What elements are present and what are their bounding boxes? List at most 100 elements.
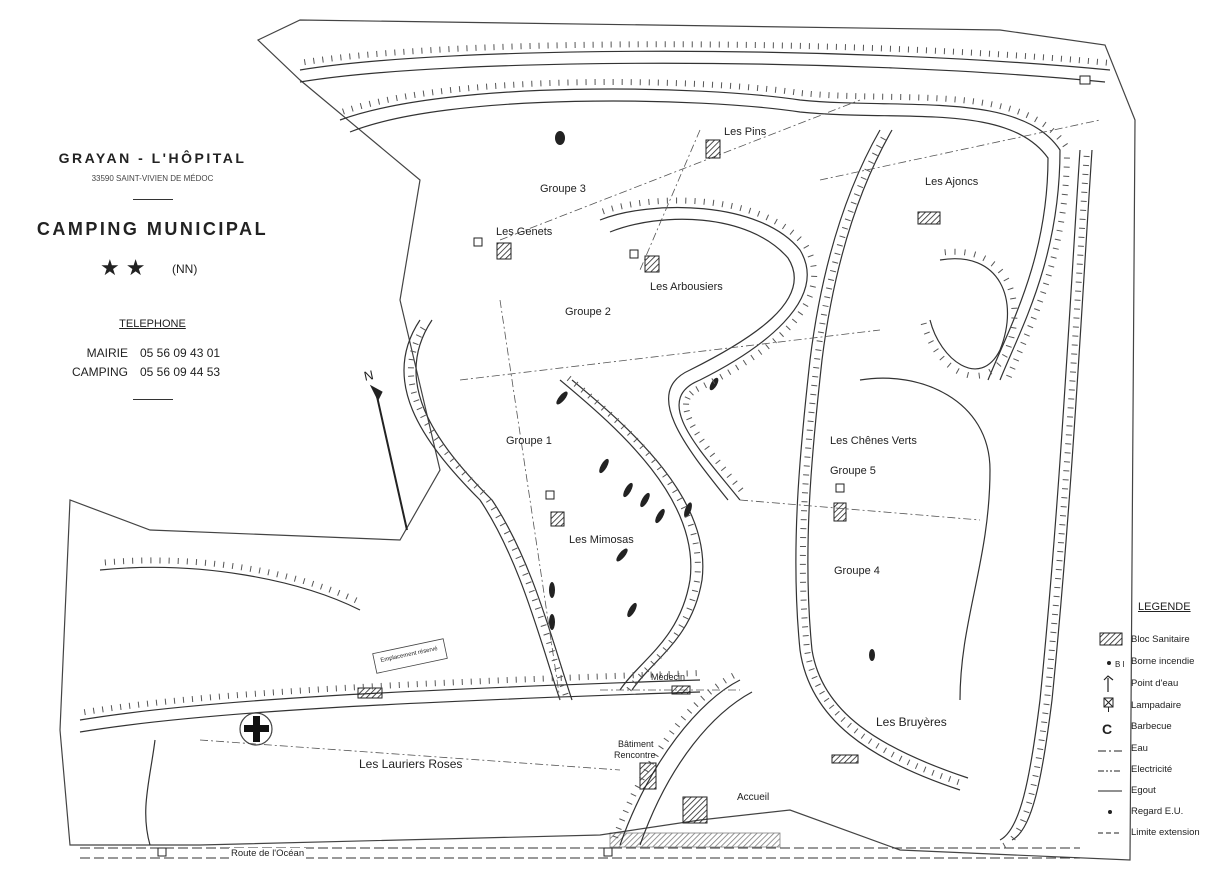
pitch-tick	[1016, 827, 1022, 832]
pitch-tick	[164, 698, 167, 705]
pitch-tick	[1017, 108, 1021, 115]
pitch-tick	[687, 523, 694, 527]
pitch-tick	[839, 235, 846, 239]
pitch-tick	[656, 654, 662, 659]
pitch-tick	[810, 393, 817, 396]
lamp-icon	[1103, 697, 1114, 712]
pitch-tick	[101, 706, 104, 713]
pitch-tick	[809, 402, 816, 405]
pitch-tick	[981, 99, 984, 106]
pitch-tick	[556, 675, 563, 679]
pitch-tick	[83, 709, 86, 716]
pitch-tick	[626, 686, 632, 692]
postal-address: 33590 SAINT-VIVIEN DE MÉDOC	[91, 174, 214, 183]
pitch-tick	[562, 692, 569, 696]
pitch-tick	[906, 759, 911, 766]
pitch-tick	[476, 84, 479, 91]
pitch-tick	[412, 342, 419, 346]
pitch-tick	[630, 793, 637, 797]
pitch-tick	[1056, 135, 1062, 140]
pitch-tick	[218, 693, 221, 700]
pitch-tick	[1005, 344, 1012, 348]
pitch-tick	[428, 429, 435, 434]
pitch-tick	[438, 443, 445, 449]
pitch-tick	[875, 743, 880, 749]
pitch-tick	[349, 53, 351, 60]
pitch-tick	[672, 489, 678, 494]
pitch-tick	[587, 393, 593, 399]
pitch-tick	[703, 382, 707, 389]
legend-borne-incendie: Borne incendie	[1131, 656, 1195, 667]
pitch-tick	[820, 313, 827, 316]
pitch-tick	[1008, 105, 1011, 112]
pitch-tick	[772, 338, 777, 344]
pitch-tick	[415, 334, 422, 338]
pitch-tick	[692, 542, 699, 545]
dot-bi-icon	[1107, 661, 1111, 665]
pitch-tick	[704, 445, 710, 451]
pitch-tick	[1052, 604, 1059, 607]
pitch-tick	[668, 639, 674, 645]
pitch-tick	[1045, 685, 1052, 688]
pitch-tick	[611, 205, 614, 212]
pitch-tick	[802, 303, 809, 308]
pitch-tick	[634, 784, 641, 789]
pitch-tick	[923, 766, 927, 773]
pitch-tick	[757, 349, 763, 355]
pitch-tick	[694, 551, 701, 554]
pitch-tick	[783, 87, 786, 94]
pitch-tick	[1023, 333, 1030, 337]
pitch-tick	[410, 391, 417, 394]
bloc-bruyeres	[831, 754, 859, 764]
legend-regard: Regard E.U.	[1131, 806, 1184, 817]
pitch-tick	[258, 567, 261, 574]
pitch-tick	[600, 405, 606, 411]
pitch-tick	[809, 285, 816, 288]
pitch-tick	[473, 483, 479, 489]
pitch-tick	[328, 586, 332, 593]
pitch-tick	[650, 660, 656, 666]
pitch-tick	[416, 406, 423, 411]
pitch-tick	[779, 332, 784, 338]
pitch-tick	[1058, 220, 1065, 223]
pitch-tick	[801, 90, 804, 97]
pitch-tick	[982, 255, 987, 262]
pitch-tick	[479, 489, 485, 495]
label-les-lauriers-roses: Les Lauriers Roses	[359, 757, 463, 771]
pitch-tick	[703, 198, 706, 205]
pitch-tick	[997, 268, 1004, 274]
pitch-tick	[990, 101, 993, 108]
pitch-tick	[551, 658, 558, 662]
pitch-tick	[548, 650, 555, 653]
pitch-tick	[774, 86, 777, 93]
pitch-tick	[573, 381, 579, 387]
pitch-tick	[420, 414, 427, 419]
label-les-chenes-verts: Les Chênes Verts	[830, 435, 917, 447]
pitch-tick	[805, 438, 812, 440]
pitch-tick	[792, 88, 795, 96]
pitch-tick	[367, 51, 369, 58]
pitch-tick	[853, 728, 859, 734]
bloc-les-ajoncs	[917, 211, 941, 225]
label-groupe-4: Groupe 4	[834, 565, 880, 577]
pitch-tick	[933, 348, 939, 353]
tel-number-camping: 05 56 09 44 53	[140, 365, 221, 379]
pitch-tick	[173, 697, 176, 704]
pitch-tick	[817, 331, 824, 334]
pitch-tick	[377, 98, 380, 105]
camp-title: CAMPING MUNICIPAL	[36, 219, 269, 239]
pitch-tick	[376, 50, 378, 57]
pitch-tick	[467, 85, 470, 92]
pitch-tick	[721, 201, 724, 208]
pitch-tick	[722, 677, 727, 684]
pitch-tick	[691, 589, 698, 593]
loop-roads	[79, 50, 1111, 846]
pitch-tick	[1049, 640, 1056, 643]
pitch-tick	[648, 198, 650, 205]
pitch-tick	[966, 371, 969, 379]
legend-electricite: Electricité	[1131, 764, 1173, 775]
pitch-tick	[695, 386, 700, 392]
pitch-tick	[413, 399, 420, 403]
tel-label-camping: CAMPING	[71, 365, 128, 379]
pitch-tick	[978, 372, 981, 379]
